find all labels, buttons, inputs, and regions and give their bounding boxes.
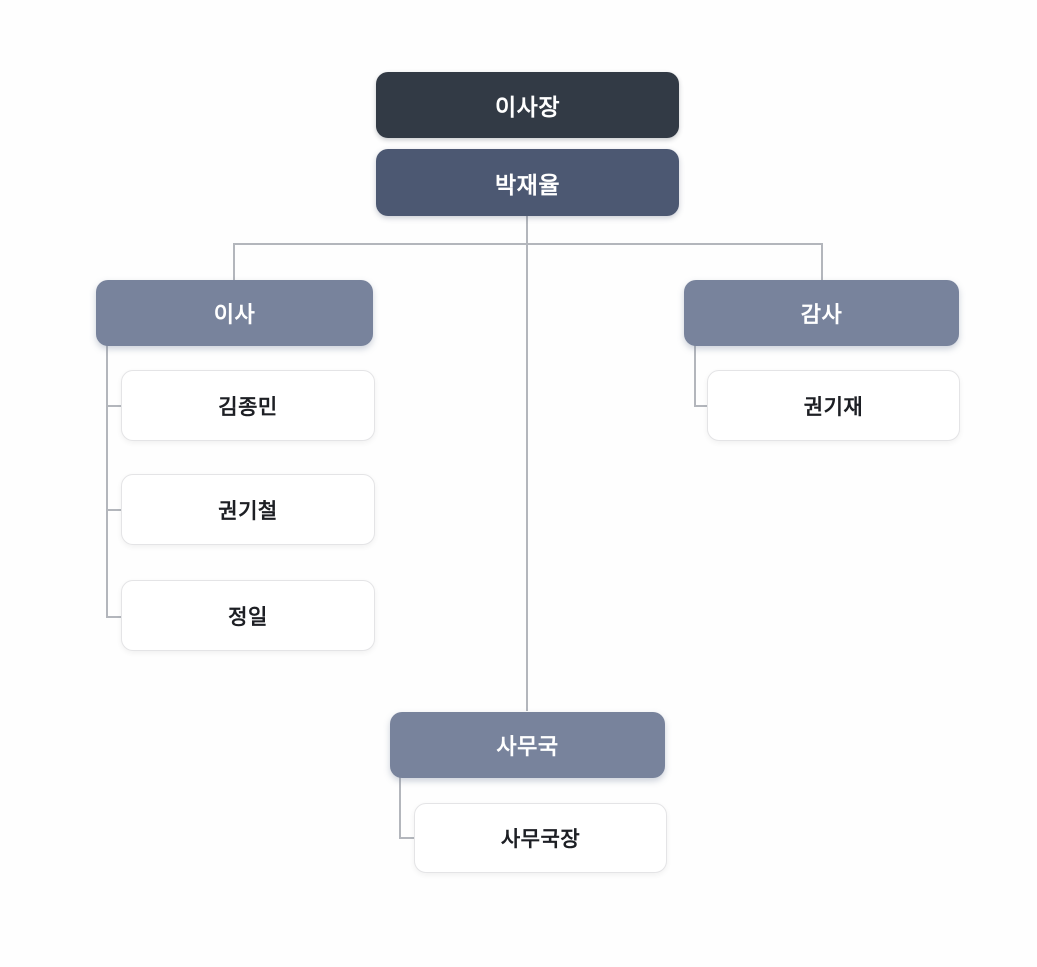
- node-director-member-1[interactable]: 김종민: [121, 370, 375, 441]
- connector-bus-to-auditor: [821, 243, 823, 280]
- node-label: 박재율: [495, 171, 560, 198]
- connector-root-stem: [526, 216, 528, 244]
- connector-director-stub-1: [106, 405, 122, 407]
- node-label: 이사: [213, 302, 256, 327]
- connector-office-stub-1: [399, 837, 415, 839]
- node-auditor-member-1[interactable]: 권기재: [707, 370, 960, 441]
- node-label: 사무국장: [500, 828, 581, 851]
- connector-auditor-trunk: [694, 345, 696, 407]
- node-office-member-1[interactable]: 사무국장: [414, 803, 667, 873]
- node-chairman-role[interactable]: 이사장: [376, 72, 679, 138]
- connector-auditor-stub-1: [694, 405, 709, 407]
- connector-bus-to-office: [526, 243, 528, 711]
- connector-office-trunk: [399, 777, 401, 839]
- node-chairman-person[interactable]: 박재율: [376, 149, 679, 216]
- node-label: 이사장: [495, 94, 560, 120]
- node-label: 권기철: [218, 499, 278, 523]
- connector-director-stub-2: [106, 509, 122, 511]
- node-label: 사무국: [496, 734, 559, 759]
- node-label: 김종민: [218, 395, 278, 419]
- node-office-unit[interactable]: 사무국: [390, 712, 665, 778]
- node-label: 감사: [800, 302, 843, 327]
- node-director-member-3[interactable]: 정일: [121, 580, 375, 651]
- connector-bus-to-director: [233, 243, 235, 280]
- node-label: 정일: [228, 605, 268, 629]
- node-director-unit[interactable]: 이사: [96, 280, 373, 346]
- connector-level1-bus: [233, 243, 823, 245]
- connector-director-stub-3: [106, 616, 122, 618]
- connector-director-trunk: [106, 345, 108, 618]
- node-director-member-2[interactable]: 권기철: [121, 474, 375, 545]
- node-auditor-unit[interactable]: 감사: [684, 280, 959, 346]
- node-label: 권기재: [803, 395, 864, 419]
